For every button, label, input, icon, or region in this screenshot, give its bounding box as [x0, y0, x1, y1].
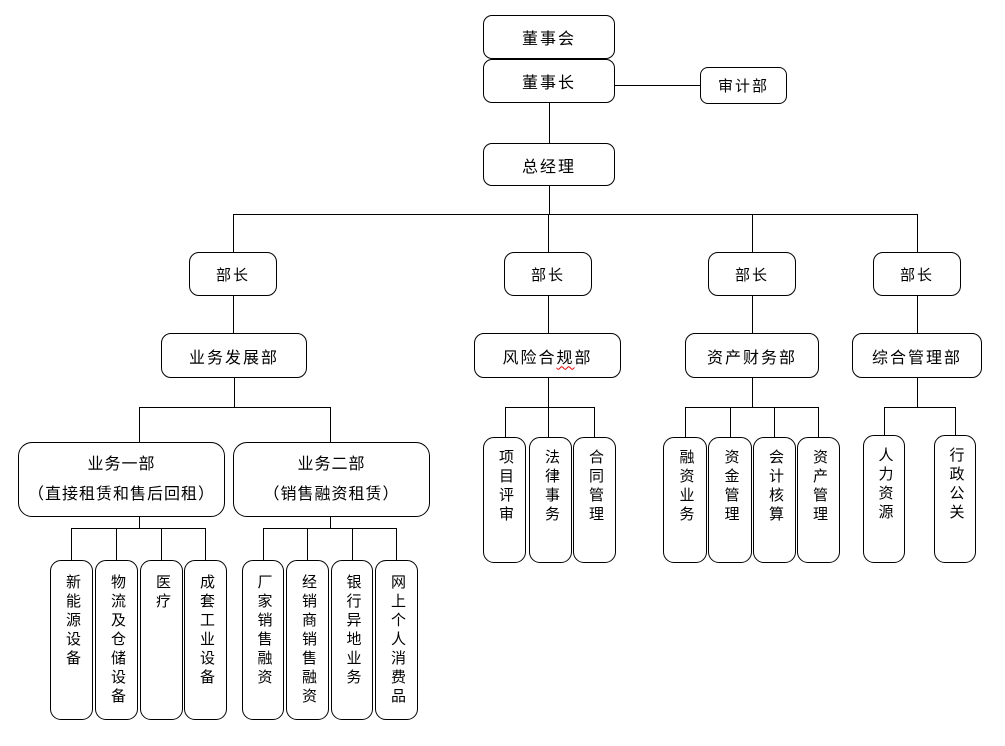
risk-label-pre: 风险合: [502, 349, 557, 367]
connector-line: [548, 296, 549, 333]
connector-line: [233, 214, 918, 215]
connector-line: [548, 378, 549, 407]
node-medical: 医疗: [140, 560, 183, 720]
connector-line: [71, 528, 72, 560]
leaf-label: 网上个人消费品: [389, 574, 405, 707]
connector-line: [263, 528, 264, 560]
node-chairman: 董事长: [483, 59, 615, 103]
leaf-label: 厂家销售融资: [255, 574, 272, 688]
connector-line: [774, 407, 775, 437]
connector-line: [917, 214, 918, 252]
node-logistics-storage-equipment: 物流及仓储设备: [95, 560, 138, 720]
node-business-development-dept: 业务发展部: [161, 333, 307, 378]
connector-line: [549, 103, 550, 143]
connector-line: [917, 378, 918, 407]
connector-line: [233, 214, 234, 252]
node-minister-1: 部长: [189, 252, 277, 296]
node-admin-public-relations: 行政公关: [934, 435, 976, 563]
connector-line: [139, 516, 140, 528]
unit2-name: 业务二部: [297, 455, 366, 473]
connector-line: [352, 528, 353, 560]
leaf-label: 人力资源: [876, 447, 893, 523]
node-minister-2: 部长: [504, 252, 592, 296]
node-asset-finance-dept: 资产财务部: [685, 333, 819, 378]
node-asset-management: 资产管理: [797, 437, 840, 563]
node-fund-management: 资金管理: [708, 437, 752, 563]
leaf-label: 合同管理: [587, 449, 603, 525]
connector-line: [505, 407, 594, 408]
connector-line: [233, 296, 234, 333]
connector-line: [884, 407, 955, 408]
node-dealer-sales-finance: 经销商销售融资: [286, 560, 329, 720]
leaf-label: 成套工业设备: [198, 574, 214, 688]
leaf-label: 银行异地业务: [344, 574, 361, 688]
leaf-label: 医疗: [154, 574, 170, 612]
connector-line: [234, 378, 235, 407]
node-complete-industrial-equipment: 成套工业设备: [184, 560, 227, 720]
node-minister-4: 部长: [873, 252, 961, 296]
connector-line: [139, 407, 330, 408]
connector-line: [71, 528, 205, 529]
unit2-note: （销售融资租赁）: [263, 485, 400, 503]
leaf-label: 会计核算: [767, 449, 783, 525]
risk-label-spellcheck: 规: [556, 349, 575, 367]
connector-line: [330, 516, 331, 528]
connector-line: [752, 296, 753, 333]
leaf-label: 融资业务: [677, 449, 694, 525]
leaf-label: 物流及仓储设备: [109, 574, 125, 707]
node-new-energy-equipment: 新能源设备: [50, 560, 93, 720]
connector-line: [396, 528, 397, 560]
connector-line: [116, 528, 117, 560]
risk-label-post: 部: [574, 349, 593, 367]
leaf-label: 行政公关: [947, 447, 964, 523]
connector-line: [161, 528, 162, 560]
leaf-label: 资金管理: [722, 449, 739, 525]
node-legal-affairs: 法律事务: [529, 437, 572, 563]
connector-line: [818, 407, 819, 437]
leaf-label: 法律事务: [543, 449, 559, 525]
unit1-name: 业务一部: [87, 455, 156, 473]
node-accounting: 会计核算: [753, 437, 796, 563]
node-financing-business: 融资业务: [663, 437, 707, 563]
node-project-review: 项目评审: [483, 437, 526, 563]
connector-line: [505, 407, 506, 437]
connector-line: [752, 214, 753, 252]
leaf-label: 项目评审: [497, 449, 513, 525]
connector-line: [263, 528, 396, 529]
leaf-label: 新能源设备: [64, 574, 80, 669]
node-manufacturer-sales-finance: 厂家销售融资: [242, 560, 284, 720]
connector-line: [548, 407, 549, 437]
node-audit-dept: 审计部: [700, 67, 787, 104]
connector-line: [752, 378, 753, 407]
node-human-resources: 人力资源: [863, 435, 905, 563]
connector-line: [205, 528, 206, 560]
node-board: 董事会: [483, 15, 615, 59]
connector-line: [917, 296, 918, 333]
connector-line: [548, 214, 549, 252]
node-minister-3: 部长: [708, 252, 796, 296]
connector-line: [685, 407, 818, 408]
connector-line: [330, 407, 331, 442]
connector-line: [549, 186, 550, 214]
leaf-label: 经销商销售融资: [300, 574, 316, 707]
node-business-unit-2: 业务二部 （销售融资租赁）: [233, 442, 430, 517]
node-online-consumer-goods: 网上个人消费品: [375, 560, 418, 720]
node-bank-remote-business: 银行异地业务: [331, 560, 373, 720]
node-general-admin-dept: 综合管理部: [852, 333, 982, 378]
node-contract-management: 合同管理: [573, 437, 616, 563]
node-risk-compliance-dept: 风险合规部: [474, 333, 621, 378]
connector-line: [615, 85, 700, 86]
connector-line: [307, 528, 308, 560]
leaf-label: 资产管理: [811, 449, 827, 525]
unit1-note: （直接租赁和售后回租）: [27, 485, 215, 503]
connector-line: [730, 407, 731, 437]
node-business-unit-1: 业务一部 （直接租赁和售后回租）: [18, 442, 225, 517]
connector-line: [594, 407, 595, 437]
connector-line: [685, 407, 686, 437]
connector-line: [884, 407, 885, 435]
node-general-manager: 总经理: [483, 143, 615, 186]
connector-line: [955, 407, 956, 435]
connector-line: [139, 407, 140, 442]
